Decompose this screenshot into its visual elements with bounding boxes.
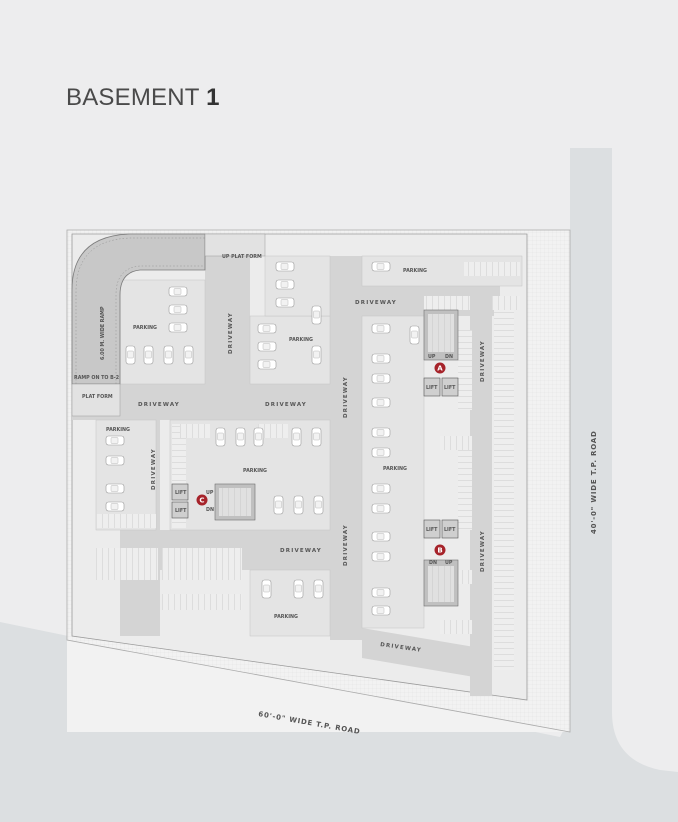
driveway-label-1: DRIVEWAY — [138, 402, 180, 408]
core-labels: UP DN LIFT LIFT LIFT LIFT DN UP LIFT LIF… — [175, 354, 456, 566]
core-c-lift-2-label: LIFT — [175, 508, 187, 514]
driveway-label-10: DRIVEWAY — [480, 530, 486, 572]
up-platform-label: UP PLAT FORM — [222, 254, 262, 260]
stair-core-a — [423, 309, 459, 397]
ramp-label: 6.00 M. WIDE RAMP — [100, 306, 106, 360]
parking-label-3: PARKING — [403, 268, 427, 274]
stair-core-b — [423, 519, 459, 607]
core-c-lift-1-label: LIFT — [175, 490, 187, 496]
stair-core-c — [171, 483, 256, 521]
core-badge-b: B — [434, 544, 446, 556]
parking-label-5: PARKING — [243, 468, 267, 474]
parking-label-4: PARKING — [106, 427, 130, 433]
ramp — [71, 233, 266, 417]
core-b-lift-2-label: LIFT — [444, 527, 456, 533]
driveway-label-7: DRIVEWAY — [343, 524, 349, 566]
core-c-up-label: UP — [206, 490, 214, 496]
parking-stall-strips — [96, 262, 520, 670]
parking-label-7: PARKING — [274, 614, 298, 620]
svg-text:C: C — [199, 497, 204, 505]
driveway-label-2: DRIVEWAY — [265, 402, 307, 408]
driveway-label-3: DRIVEWAY — [355, 300, 397, 306]
core-a-lift-2-label: LIFT — [444, 385, 456, 391]
core-a-up-label: UP — [428, 354, 436, 360]
svg-text:B: B — [437, 547, 442, 555]
core-a-dn-label: DN — [445, 354, 453, 360]
page-title: BASEMENT 1 — [66, 84, 220, 112]
parking-label-1: PARKING — [133, 325, 157, 331]
core-b-dn-label: DN — [429, 560, 437, 566]
driveway-label-6: DRIVEWAY — [343, 376, 349, 418]
area-labels: UP PLAT FORM RAMP ON TO B-2 PLAT FORM 6.… — [74, 254, 486, 654]
parking-label-2: PARKING — [289, 337, 313, 343]
side-road-label: 40'-0" WIDE T.P. ROAD — [590, 430, 598, 534]
driveway-label-4: DRIVEWAY — [280, 548, 322, 554]
title-text: BASEMENT — [66, 84, 200, 111]
parking-label-6: PARKING — [383, 466, 407, 472]
svg-text:A: A — [437, 365, 443, 373]
driveway-label-5: DRIVEWAY — [228, 312, 234, 354]
core-b-up-label: UP — [445, 560, 453, 566]
core-badge-a: A — [434, 362, 446, 374]
driveway-label-11: DRIVEWAY — [380, 642, 422, 654]
ramp-on-to-label: RAMP ON TO B-2 — [74, 375, 119, 381]
driveway-label-9: DRIVEWAY — [480, 340, 486, 382]
core-c-dn-label: DN — [206, 507, 214, 513]
core-a-lift-1-label: LIFT — [426, 385, 438, 391]
driveway-label-8: DRIVEWAY — [151, 448, 157, 490]
road-area — [0, 148, 678, 822]
core-b-lift-1-label: LIFT — [426, 527, 438, 533]
title-number: 1 — [206, 84, 220, 111]
core-badge-c: C — [196, 494, 208, 506]
platform-label: PLAT FORM — [82, 394, 113, 400]
